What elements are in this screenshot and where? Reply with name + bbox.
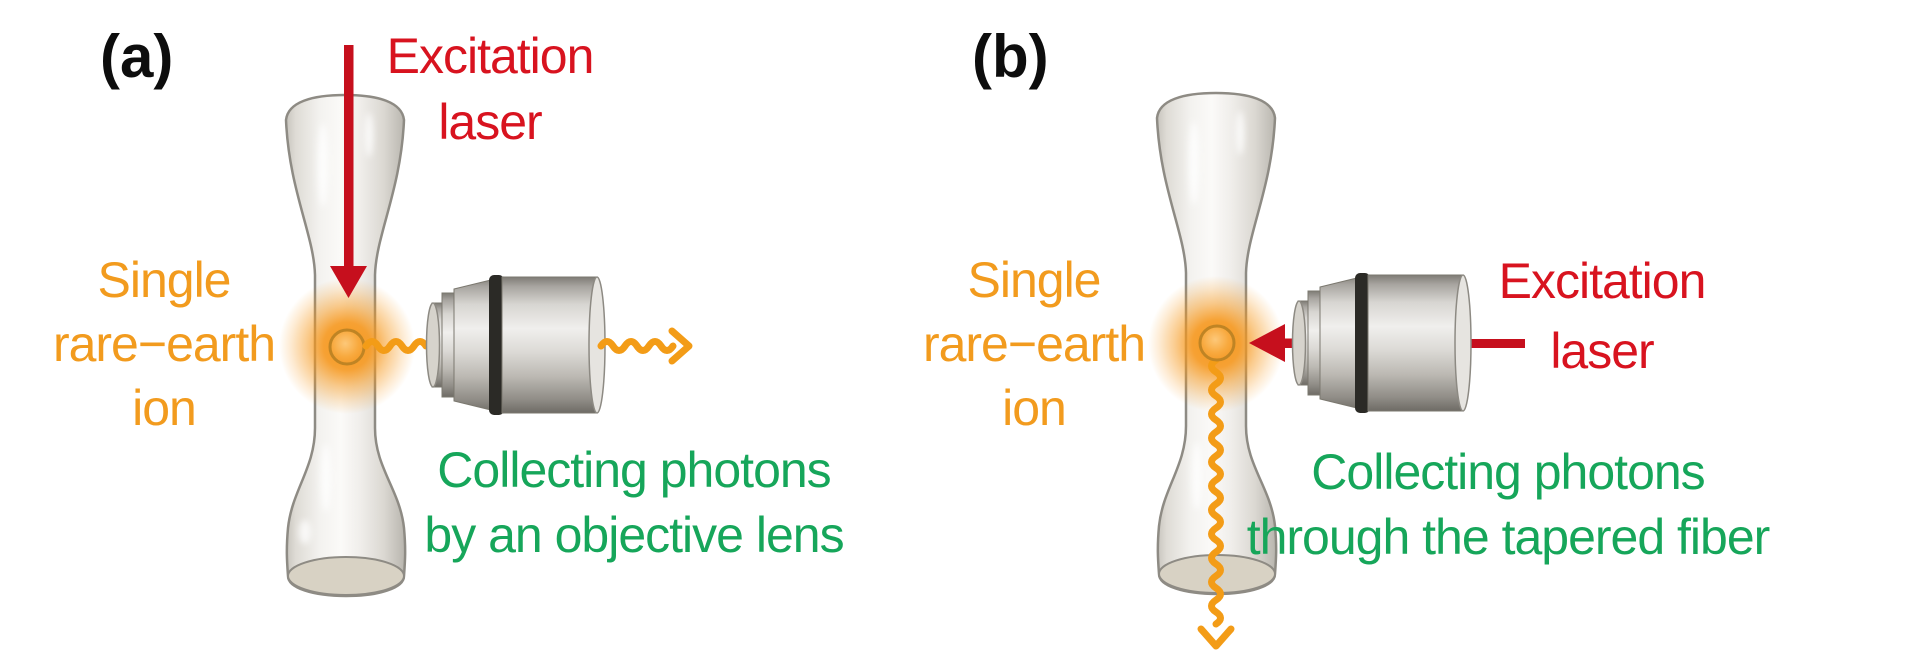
objective-lens-a bbox=[425, 275, 606, 415]
laser-shaft-a bbox=[344, 45, 354, 271]
photon-wave-out-line bbox=[597, 338, 677, 354]
panel-a-graphics bbox=[262, 45, 693, 598]
lens-ring bbox=[1355, 273, 1370, 413]
lens-barrel bbox=[1367, 274, 1464, 412]
lens-front-face bbox=[1291, 300, 1307, 386]
lens-back-face bbox=[1454, 274, 1472, 412]
glass-highlight bbox=[321, 444, 331, 512]
panel-a-label: (a) bbox=[100, 23, 174, 90]
excitation-laser-label-a-line2: laser bbox=[438, 94, 542, 150]
ion-a bbox=[328, 328, 366, 366]
collection-label-b-line1: Collecting photons bbox=[1311, 444, 1705, 500]
lens-front-face bbox=[425, 302, 441, 388]
lens-barrel bbox=[501, 276, 598, 414]
laser-arrowhead-a bbox=[330, 266, 367, 298]
single-ion-label-a-line2: rare−earth bbox=[52, 316, 276, 372]
single-ion-label-a: Single rare−earth ion bbox=[52, 248, 276, 440]
single-ion-label-b: Single rare−earth ion bbox=[922, 248, 1146, 440]
objective-lens-b bbox=[1291, 273, 1472, 413]
excitation-laser-label-b-line2: laser bbox=[1550, 323, 1654, 379]
panel-b-graphics bbox=[1131, 91, 1525, 650]
photon-wave-in-a bbox=[362, 338, 430, 354]
collection-label-b-line2: through the tapered fiber bbox=[1246, 509, 1771, 565]
glass-highlight bbox=[1236, 111, 1244, 155]
glass-highlight bbox=[1189, 121, 1199, 205]
laser-line-b bbox=[1456, 339, 1525, 348]
glass-highlight bbox=[365, 113, 373, 157]
photon-wave-out-a bbox=[597, 327, 693, 365]
collection-label-a: Collecting photons by an objective lens bbox=[424, 438, 844, 568]
lens-ring bbox=[489, 275, 504, 415]
photon-wave-down-line bbox=[1208, 356, 1224, 628]
single-ion-label-a-line1: Single bbox=[97, 252, 232, 308]
photon-wave-down-b bbox=[1197, 356, 1235, 650]
glass-highlight bbox=[1192, 442, 1202, 510]
single-ion-label-b-line1: Single bbox=[967, 252, 1102, 308]
collection-label-a-line2: by an objective lens bbox=[424, 507, 844, 563]
excitation-arrow-a bbox=[330, 45, 367, 298]
panel-b-label: (b) bbox=[972, 23, 1049, 90]
photon-arrowhead-a bbox=[668, 327, 693, 365]
excitation-laser-label-b-line1: Excitation bbox=[1498, 253, 1707, 309]
single-ion-label-a-line3: ion bbox=[132, 380, 197, 436]
excitation-laser-label-a-line1: Excitation bbox=[386, 28, 595, 84]
collection-label-b: Collecting photons through the tapered f… bbox=[1246, 440, 1771, 570]
single-ion-label-b-line3: ion bbox=[1002, 380, 1067, 436]
glass-highlight bbox=[299, 520, 311, 544]
ion-b bbox=[1198, 324, 1236, 362]
excitation-laser-label-a: Excitation laser bbox=[386, 23, 595, 155]
single-ion-label-b-line2: rare−earth bbox=[922, 316, 1146, 372]
excitation-laser-label-b: Excitation laser bbox=[1498, 246, 1707, 386]
fiber-bottom-face-a bbox=[287, 556, 405, 596]
collection-label-a-line1: Collecting photons bbox=[437, 442, 831, 498]
photon-arrowhead-b bbox=[1197, 625, 1235, 650]
laser-arrowhead-b bbox=[1249, 324, 1285, 362]
glass-highlight bbox=[318, 123, 328, 207]
